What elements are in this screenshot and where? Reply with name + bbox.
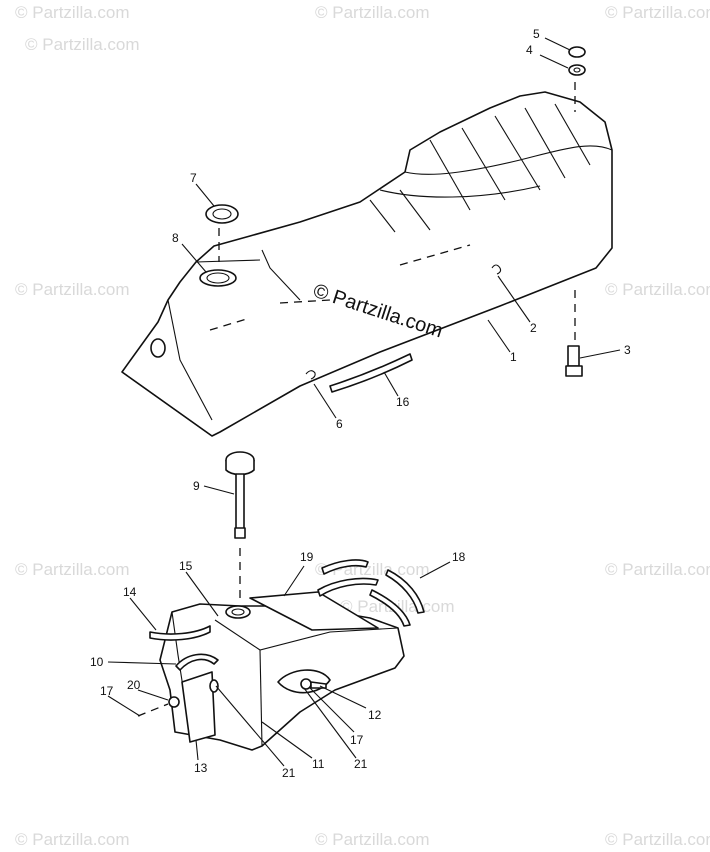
callout-12: 12: [368, 708, 382, 722]
watermark: © Partzilla.com: [605, 830, 710, 849]
callout-labels: 5 4 3 2 1 6 16 7 8 9 15 14 19 18 10 20 1…: [90, 27, 631, 780]
bolt-head: [565, 365, 583, 377]
watermark: © Partzilla.com: [15, 560, 130, 579]
hardware: [565, 46, 586, 377]
tank-pad: [249, 591, 379, 631]
watermark: © Partzilla.com: [315, 830, 430, 849]
callout-18: 18: [452, 550, 466, 564]
callout-11: 11: [312, 757, 325, 771]
callout-17: 17: [350, 733, 364, 747]
seat-hook-6: [305, 370, 316, 380]
seat-hook-2: [491, 264, 502, 275]
callout-13: 13: [194, 761, 208, 775]
bolt-shank: [567, 345, 580, 367]
seat-side-hole: [150, 338, 166, 358]
watermark: © Partzilla.com: [605, 560, 710, 579]
watermark: © Partzilla.com: [25, 35, 140, 54]
seat-filler-opening: [199, 269, 237, 287]
watermark: © Partzilla.com: [315, 3, 430, 22]
watermark: © Partzilla.com: [15, 830, 130, 849]
seat-strap: [329, 353, 413, 393]
grommet: [205, 204, 239, 262]
straps-18: [317, 559, 425, 627]
callout-5: 5: [533, 27, 540, 41]
watermark: © Partzilla.com: [15, 3, 130, 22]
callout-3: 3: [624, 343, 631, 357]
seat-assembly: [121, 91, 613, 437]
callout-6: 6: [336, 417, 343, 431]
leader-lines: [107, 37, 621, 767]
tank-strap-10: [175, 653, 219, 671]
watermark: © Partzilla.com: [605, 3, 710, 22]
callout-17: 17: [100, 684, 114, 698]
callout-1: 1: [510, 350, 517, 364]
seat-body: [121, 91, 613, 437]
callout-15: 15: [179, 559, 193, 573]
callout-21: 21: [354, 757, 368, 771]
tank-strap-14: [149, 625, 211, 641]
mount-bracket: [181, 671, 216, 743]
callout-9: 9: [193, 479, 200, 493]
fuel-cap-gauge: [225, 451, 255, 600]
fuel-tank: [137, 591, 405, 751]
callout-8: 8: [172, 231, 179, 245]
callout-16: 16: [396, 395, 410, 409]
callout-20: 20: [127, 678, 141, 692]
callout-2: 2: [530, 321, 537, 335]
callout-4: 4: [526, 43, 533, 57]
callout-21: 21: [282, 766, 296, 780]
callout-19: 19: [300, 550, 314, 564]
watermarks: © Partzilla.com © Partzilla.com © Partzi…: [15, 3, 710, 849]
nut: [568, 46, 586, 58]
watermark: © Partzilla.com: [605, 280, 710, 299]
washer: [568, 64, 586, 76]
callout-14: 14: [123, 585, 137, 599]
callout-7: 7: [190, 171, 197, 185]
watermark: © Partzilla.com: [15, 280, 130, 299]
callout-10: 10: [90, 655, 104, 669]
